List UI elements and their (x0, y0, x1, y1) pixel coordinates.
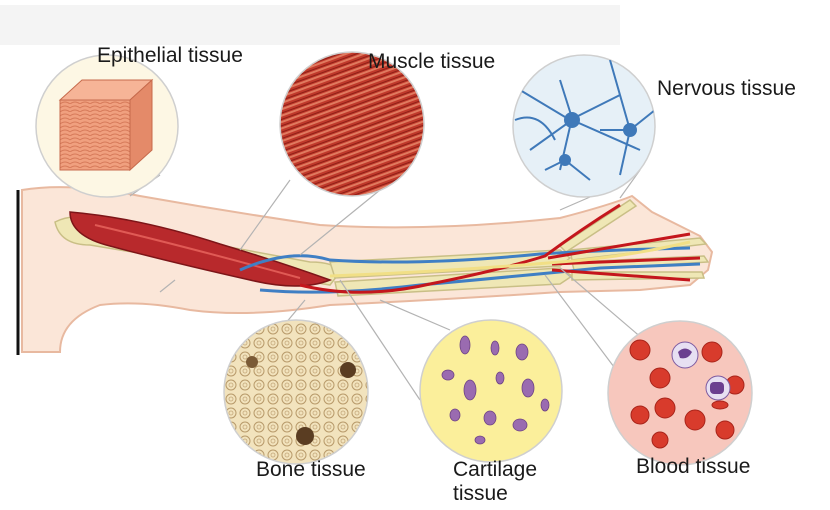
bone-tissue-label: Bone tissue (256, 458, 366, 482)
epithelial-tissue-label: Epithelial tissue (97, 44, 243, 68)
epithelial-tissue-circle (36, 55, 178, 197)
nervous-tissue-circle (513, 55, 655, 197)
cartilage-tissue-label: Cartilage tissue (453, 458, 573, 506)
arm-illustration (18, 187, 712, 355)
blood-tissue-circle (608, 321, 752, 465)
nervous-tissue-label: Nervous tissue (657, 77, 796, 101)
blood-tissue-label: Blood tissue (636, 455, 750, 479)
muscle-tissue-label: Muscle tissue (368, 50, 495, 74)
cartilage-tissue-circle (420, 320, 562, 462)
epithelial-cube-icon (60, 80, 152, 170)
bone-tissue-circle (224, 320, 368, 464)
header-strip (0, 5, 620, 45)
